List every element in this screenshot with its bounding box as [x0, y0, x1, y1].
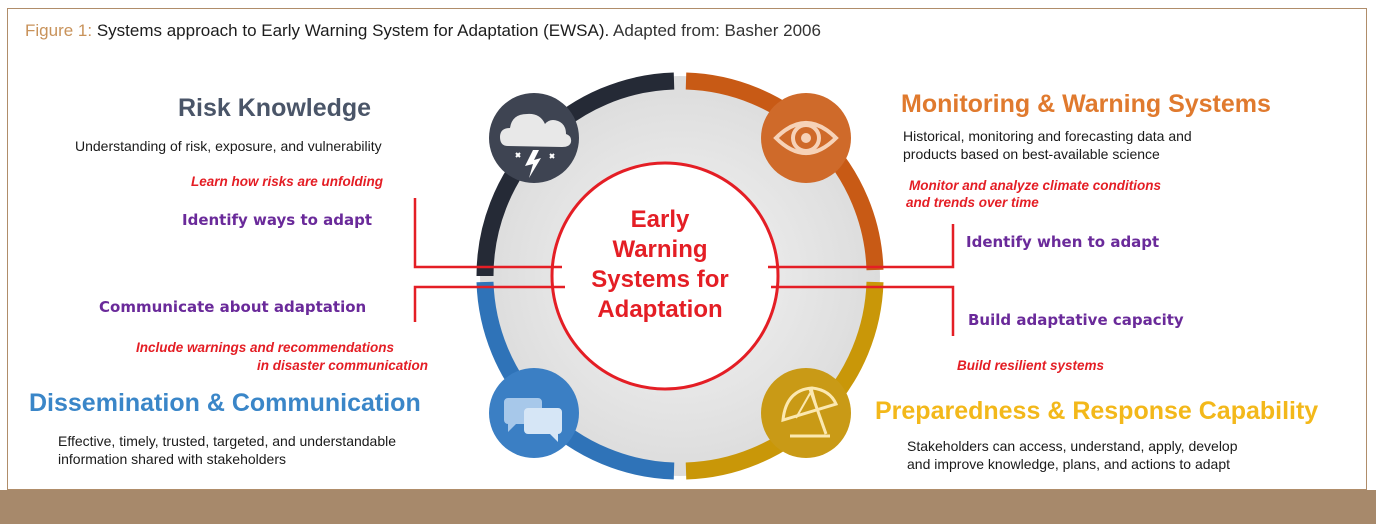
chat-bubbles-icon [489, 368, 579, 458]
dissemination-note-line1: Include warnings and recommendations [136, 340, 395, 355]
umbrella-icon [761, 368, 851, 458]
preparedness-note: Build resilient systems [957, 358, 1105, 373]
dissemination-description-line2: information shared with stakeholders [58, 451, 287, 467]
figure-label: Figure 1: [25, 21, 93, 40]
center-title-line: Adaptation [597, 296, 723, 323]
bottom-band [0, 490, 1376, 524]
preparedness-title: Preparedness & Response Capability [875, 397, 1319, 425]
monitoring-note-line2: and trends over time [906, 195, 1039, 210]
center-title-line: Warning [612, 236, 708, 263]
monitoring-description-line1: Historical, monitoring and forecasting d… [903, 128, 1192, 144]
figure-title: Systems approach to Early Warning System… [96, 21, 610, 40]
preparedness-description-line2: and improve knowledge, plans, and action… [907, 456, 1230, 472]
dissemination-title: Dissemination & Communication [29, 389, 421, 417]
storm-cloud-icon [489, 93, 579, 183]
dissemination-action: Communicate about adaptation [99, 298, 367, 316]
risk-knowledge-note: Learn how risks are unfolding [191, 174, 384, 189]
risk-knowledge-action: Identify ways to adapt [182, 211, 373, 229]
preparedness-action: Build adaptative capacity [968, 311, 1184, 329]
preparedness-description-line1: Stakeholders can access, understand, app… [907, 438, 1238, 454]
center-title-line: Early [630, 206, 690, 233]
figure-source: Adapted from: Basher 2006 [613, 21, 821, 40]
monitoring-description-line2: products based on best-available science [903, 146, 1160, 162]
center-circle [550, 161, 780, 391]
connector-dissemination [413, 285, 565, 322]
connector-risk [413, 198, 562, 269]
dissemination-note-line2: in disaster communication [257, 358, 429, 373]
monitoring-note-line1: Monitor and analyze climate conditions [909, 178, 1162, 193]
connector-preparedness [771, 285, 955, 336]
eye-icon [761, 93, 851, 183]
risk-knowledge-title: Risk Knowledge [178, 94, 372, 122]
dissemination-description-line1: Effective, timely, trusted, targeted, an… [58, 433, 397, 449]
figure-caption: Figure 1: Systems approach to Early Warn… [25, 21, 821, 41]
monitoring-title: Monitoring & Warning Systems [901, 90, 1271, 118]
center-title-line: Systems for [591, 266, 729, 293]
monitoring-action: Identify when to adapt [966, 233, 1160, 251]
center-title: Early Warning Systems for Adaptation [560, 205, 760, 325]
risk-knowledge-description: Understanding of risk, exposure, and vul… [75, 138, 382, 154]
connector-monitoring [768, 224, 955, 269]
